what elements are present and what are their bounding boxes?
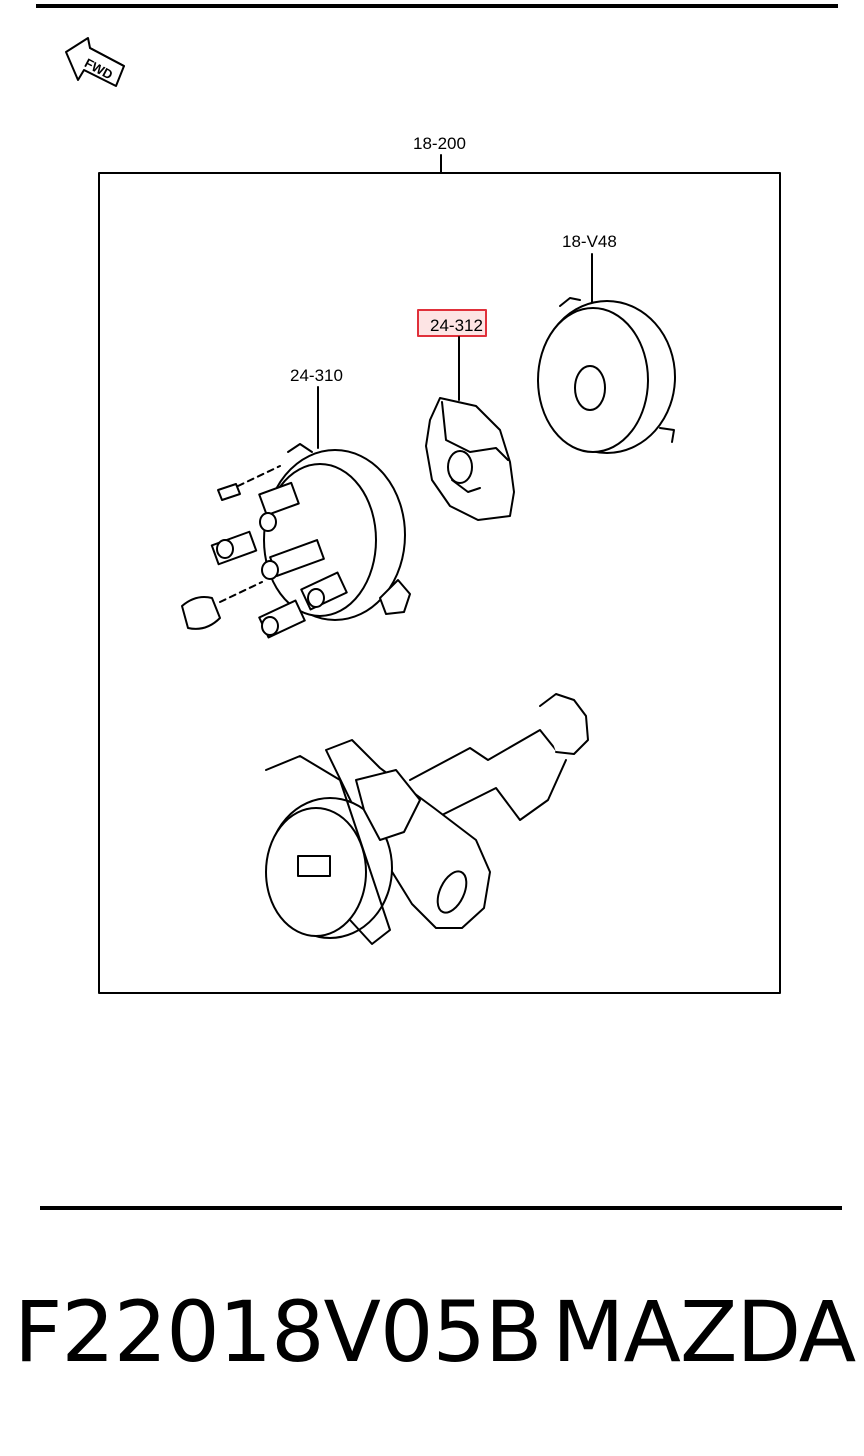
rotor-callout-highlight xyxy=(417,309,487,337)
rotor-part: 24-312 xyxy=(417,309,515,521)
cap-part: 24-310 xyxy=(181,366,411,639)
callout-rotor[interactable]: 24-312 xyxy=(430,316,483,335)
callout-cap[interactable]: 24-310 xyxy=(290,366,343,385)
top-rule xyxy=(36,4,838,8)
callout-cover[interactable]: 18-V48 xyxy=(562,232,617,251)
exploded-diagram: FWD 18-200 18-V48 24-312 24-310 xyxy=(65,37,781,994)
brand-name: MAZDA xyxy=(552,1283,856,1381)
distributor-body xyxy=(265,693,589,945)
callout-assembly[interactable]: 18-200 xyxy=(413,134,466,153)
cover-part: 18-V48 xyxy=(537,232,676,454)
assembly-frame xyxy=(98,172,781,994)
fwd-arrow-icon: FWD xyxy=(65,37,125,87)
bottom-rule xyxy=(40,1206,842,1210)
part-number: F22018V05B xyxy=(14,1283,543,1381)
